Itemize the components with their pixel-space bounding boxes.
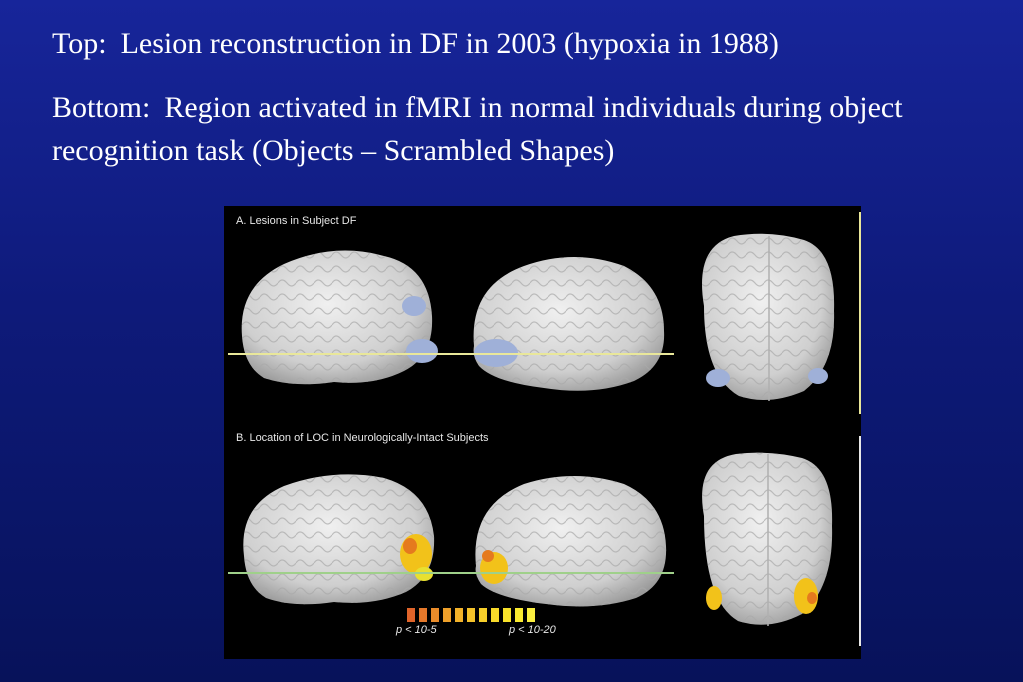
panel-b-left-brain — [243, 474, 435, 605]
color-scale — [407, 608, 535, 622]
panel-a-ventral-brain — [702, 233, 835, 401]
lesion-patch — [706, 369, 730, 387]
bottom-label: Bottom: — [52, 91, 151, 124]
panel-b-right-brain — [475, 476, 667, 607]
bottom-text: Region activated in fMRI in normal indiv… — [52, 91, 903, 167]
activation-patch — [403, 538, 417, 554]
brain-figure: A. Lesions in Subject DF B. Location of … — [224, 206, 861, 659]
panel-a-left-brain — [241, 250, 438, 385]
top-label: Top: — [52, 27, 107, 60]
panel-a-title: A. Lesions in Subject DF — [236, 215, 357, 227]
activation-patch — [482, 550, 494, 562]
bottom-caption: Bottom:Region activated in fMRI in norma… — [52, 86, 992, 172]
panel-a-right-brain — [473, 257, 665, 391]
p-value-low: p < 10-5 — [396, 624, 437, 636]
top-text: Lesion reconstruction in DF in 2003 (hyp… — [120, 27, 779, 60]
panel-b-title: B. Location of LOC in Neurologically-Int… — [236, 432, 489, 444]
lesion-patch — [402, 296, 426, 316]
lesion-patch — [808, 368, 828, 384]
panel-b-ventral-brain — [702, 452, 833, 626]
activation-patch — [807, 592, 817, 604]
p-value-high: p < 10-20 — [509, 624, 556, 636]
activation-patch — [706, 586, 722, 610]
brain-illustration — [228, 212, 861, 646]
activation-patch — [794, 578, 818, 614]
lesion-patch — [406, 339, 438, 363]
top-caption: Top: Lesion reconstruction in DF in 2003 … — [52, 22, 779, 65]
